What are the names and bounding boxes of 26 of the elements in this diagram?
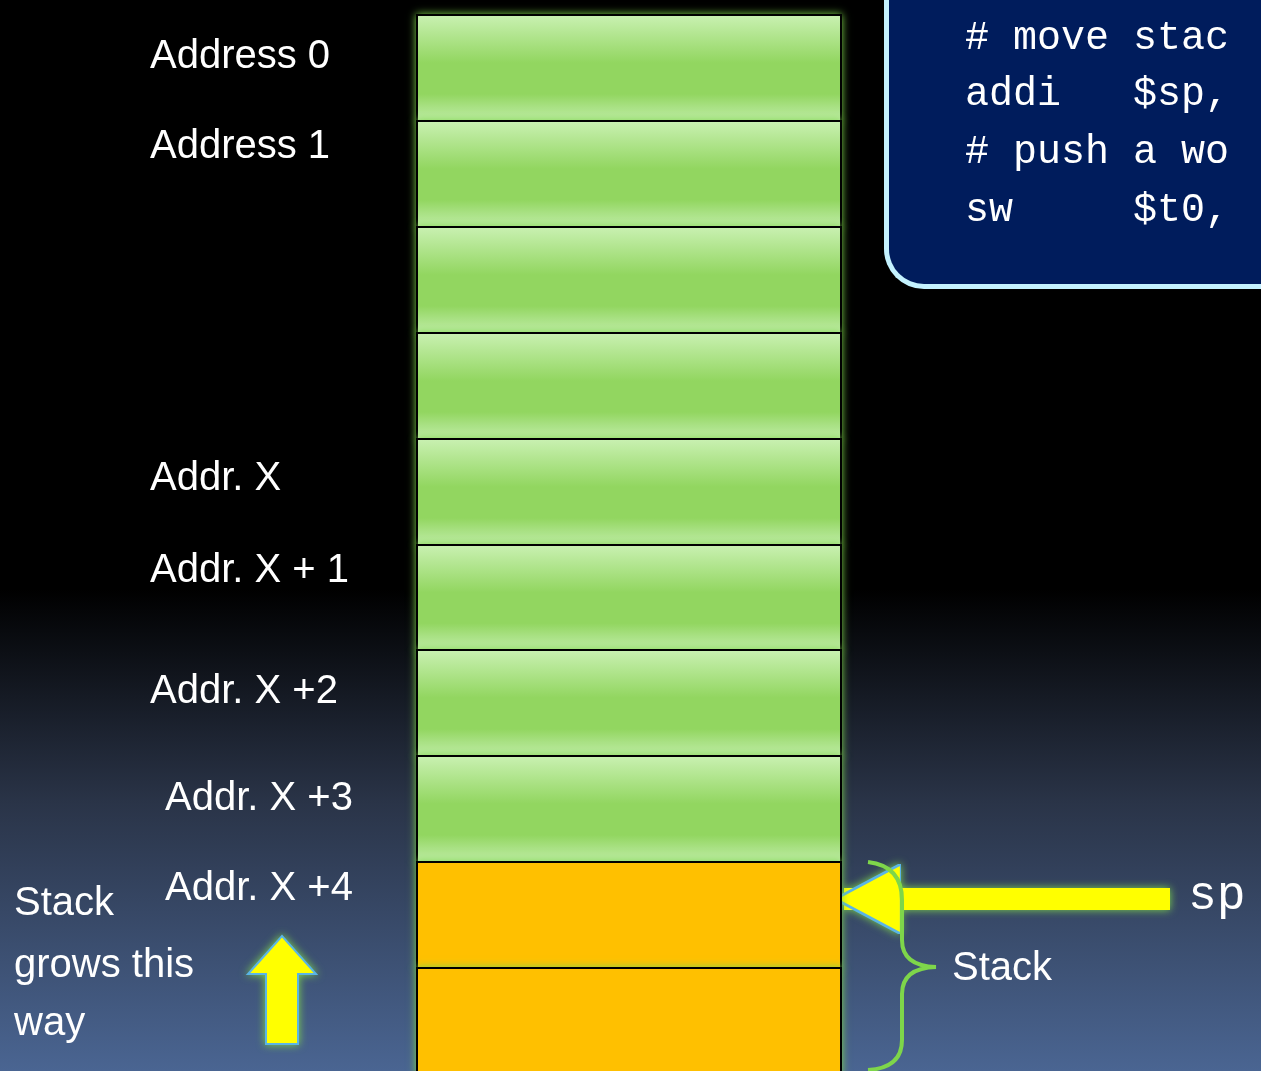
code-line: # move stac (965, 19, 1230, 59)
memory-cell (416, 438, 842, 546)
address-label: Address 0 (150, 31, 331, 78)
memory-cell (416, 755, 842, 863)
caption-text: grows this way (14, 940, 196, 1045)
memory-cell (416, 649, 842, 757)
memory-cell (416, 332, 842, 440)
address-label: Addr. X +3 (165, 773, 353, 820)
code-line: addi $sp, (965, 75, 1230, 115)
memory-cell (416, 226, 842, 334)
memory-cell (416, 861, 842, 969)
address-label: Addr. X +2 (150, 666, 338, 713)
address-label: Addr. X (150, 453, 282, 500)
caption-text: Stack (14, 878, 115, 925)
code-line: # push a wo (965, 133, 1230, 173)
register-label: sp (1188, 872, 1246, 920)
code-line: sw $t0, (965, 191, 1230, 231)
address-label: Addr. X +4 (165, 863, 353, 910)
memory-cell (416, 544, 842, 651)
bracket-label: Stack (952, 943, 1053, 990)
code-panel (884, 0, 1261, 289)
address-label: Addr. X + 1 (150, 545, 350, 592)
memory-cell (416, 120, 842, 228)
address-label: Address 1 (150, 121, 331, 168)
memory-cell (416, 14, 842, 122)
memory-cell (416, 967, 842, 1071)
